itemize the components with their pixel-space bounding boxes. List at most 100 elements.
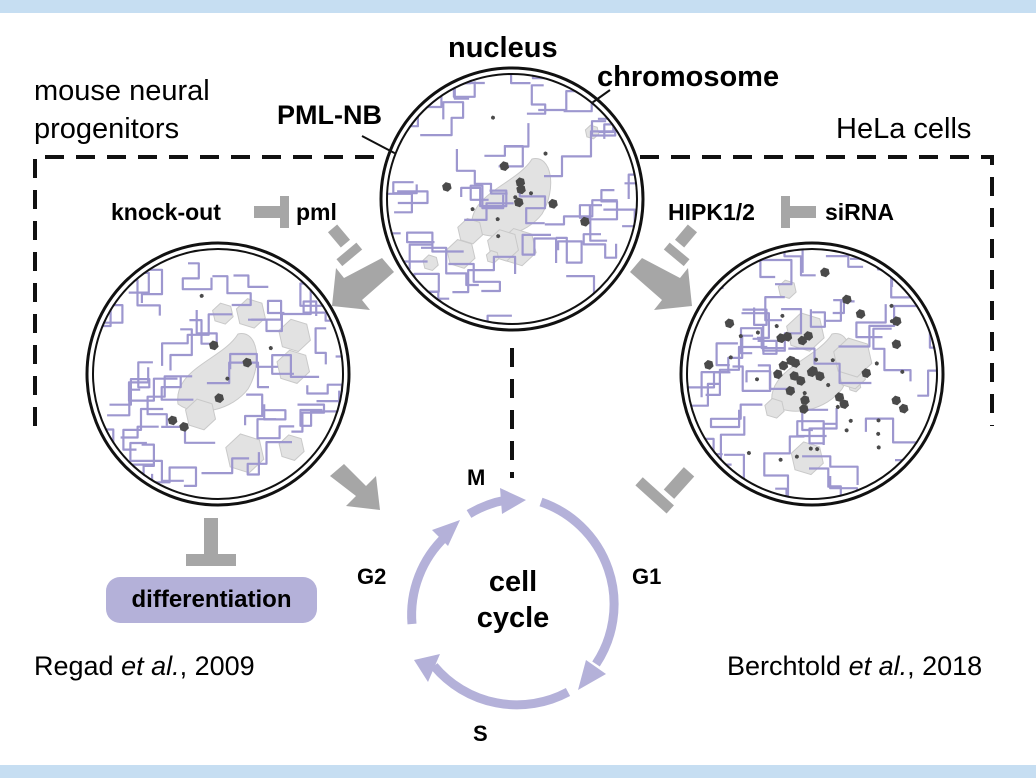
chromatin-fiber: [759, 258, 793, 286]
chromatin-fiber: [406, 231, 464, 253]
pml-body: [515, 177, 526, 188]
chromatin-fiber: [420, 101, 465, 137]
nucleus-knockout: [85, 241, 351, 507]
pml-body: [728, 355, 733, 360]
pml-body: [199, 293, 204, 298]
pml-body: [778, 360, 789, 371]
chromatin-fiber: [742, 307, 768, 326]
pml-body: [738, 333, 743, 339]
chromatin-fiber: [92, 261, 108, 283]
citation-berchtold-etal: et al.: [848, 651, 908, 681]
chromatin-fiber: [469, 184, 505, 210]
pml-body: [790, 358, 801, 368]
pml-body: [800, 395, 810, 406]
citation-regad-year: , 2009: [179, 651, 255, 681]
chromatin-fiber: [788, 347, 872, 385]
chromatin-fiber: [802, 455, 859, 485]
chromatin-fiber: [838, 304, 917, 348]
pml-body: [808, 446, 813, 451]
pml-body: [848, 418, 853, 423]
hela-label: HeLa cells: [836, 113, 972, 145]
pml-body: [785, 386, 796, 396]
chromatin-fiber: [201, 457, 250, 475]
pml-body: [826, 382, 831, 388]
cell-cycle-label-cell: cell: [488, 566, 538, 598]
pml-body: [580, 216, 590, 227]
nucleus-sirna: [679, 241, 945, 507]
nucleolus-small: [786, 312, 825, 352]
chromatin-fiber: [452, 255, 517, 294]
chromatin-fiber: [715, 342, 738, 367]
chromatin-fiber: [801, 408, 829, 432]
chromatin-fiber: [271, 354, 320, 378]
chromatin-fiber: [212, 275, 252, 307]
chromatin-fiber: [732, 365, 772, 392]
citation-regad-author: Regad: [34, 651, 122, 681]
bottom-band: [0, 765, 1036, 778]
chromatin-fiber: [689, 382, 721, 407]
inhibit-pml-arrow: [327, 224, 363, 267]
chromatin-fiber: [291, 403, 326, 433]
chromatin-fiber: [160, 376, 194, 401]
chromatin-fiber: [314, 327, 327, 365]
mouse-label-line2: progenitors: [34, 113, 180, 145]
pml-body: [209, 340, 219, 351]
chromatin-fiber: [809, 309, 826, 328]
chromatin-fiber: [233, 274, 269, 288]
nucleolus-small: [790, 441, 824, 476]
inhibit-hipk-arrow: [663, 224, 698, 267]
pml-body: [490, 115, 496, 120]
chromatin-fiber: [169, 328, 193, 371]
chromatin-fiber: [146, 375, 193, 426]
pml-body: [874, 361, 879, 366]
chromatin-fiber: [763, 435, 805, 500]
phase-g2-label: G2: [357, 564, 387, 589]
chromatin-fiber: [120, 248, 154, 263]
chromatin-fiber: [741, 312, 770, 339]
chromatin-fiber: [138, 268, 164, 303]
chromatin-fiber: [809, 467, 841, 488]
pml-body: [704, 360, 714, 370]
chromatin-fiber: [181, 262, 213, 291]
pml-body: [776, 333, 786, 344]
chromatin-fiber: [335, 355, 344, 397]
chromatin-fiber: [251, 299, 285, 321]
chromatin-fiber: [624, 173, 638, 199]
arrow-top-to-left: [332, 258, 394, 310]
dashed-box-mouse: [33, 155, 382, 426]
cell-cycle-label-cycle: cycle: [476, 602, 550, 634]
nucleolus-small: [184, 398, 217, 431]
inhibit-knockout-pml: [254, 196, 289, 228]
chromatin-fiber: [832, 299, 845, 315]
pml-body: [496, 234, 501, 239]
chromatin-fiber: [107, 388, 141, 417]
pml-label: pml: [296, 199, 337, 225]
pml-body: [774, 323, 779, 329]
pml-body: [835, 404, 840, 410]
citation-berchtold-author: Berchtold: [727, 651, 849, 681]
pml-body: [214, 393, 224, 403]
citation-berchtold: Berchtold et al., 2018: [727, 653, 982, 680]
pml-body: [842, 294, 852, 305]
pml-body: [900, 369, 905, 374]
dashed-box-hela: [640, 155, 994, 426]
inhibit-sirna-hipk: [781, 196, 816, 228]
pml-body: [861, 368, 872, 378]
pml-body: [724, 318, 735, 329]
pml-body: [755, 330, 760, 335]
pml-body: [516, 184, 526, 195]
pml-body: [834, 392, 845, 402]
chromatin-fiber: [291, 496, 321, 500]
pml-body: [548, 198, 558, 209]
chromatin-fiber: [917, 325, 938, 397]
mouse-label-line1: mouse neural: [34, 75, 210, 107]
pml-body: [814, 357, 819, 362]
pml-body: [167, 415, 178, 426]
chromatin-fiber: [582, 233, 618, 259]
chromatin-fiber: [122, 407, 164, 451]
pml-body: [830, 358, 835, 363]
chromatin-fiber: [808, 408, 838, 445]
cell-cycle-icon: [407, 495, 619, 710]
chromatin-fiber: [825, 255, 864, 268]
